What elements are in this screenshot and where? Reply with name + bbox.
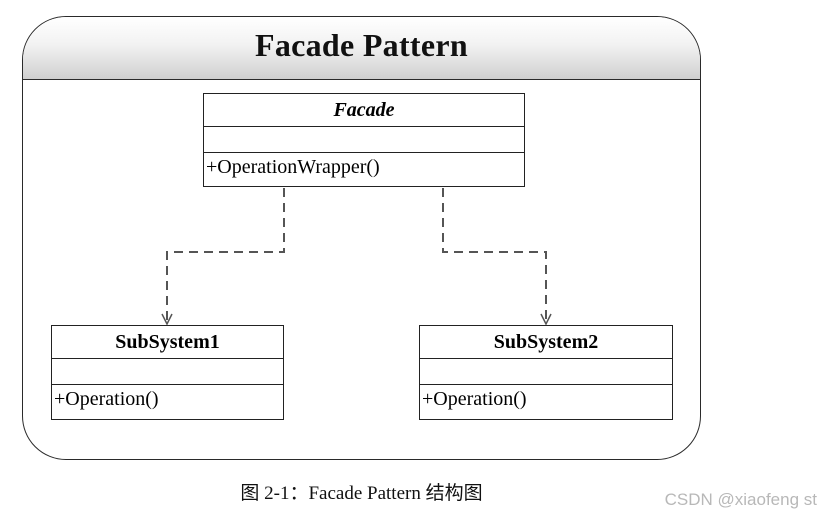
- diagram-header: Facade Pattern: [23, 17, 700, 80]
- figure-caption: 图 2-1：Facade Pattern 结构图: [240, 483, 483, 504]
- edge-facade-to-subsystem1: [167, 188, 285, 324]
- class-subsystem2-name: SubSystem2: [420, 326, 672, 359]
- diagram-title: Facade Pattern: [254, 27, 468, 63]
- class-subsystem1-name: SubSystem1: [52, 326, 283, 359]
- class-subsystem1-operation: +Operation(): [54, 388, 159, 410]
- class-subsystem2-operation: +Operation(): [422, 388, 527, 410]
- class-facade-name: Facade: [204, 94, 524, 127]
- edge-facade-to-subsystem2: [442, 188, 546, 324]
- class-facade-operation: +OperationWrapper(): [206, 156, 380, 178]
- class-facade-attributes: [204, 127, 524, 153]
- class-subsystem1-attributes: [52, 359, 283, 385]
- watermark: CSDN @xiaofeng st: [664, 490, 817, 509]
- class-subsystem1: SubSystem1 +Operation(): [51, 325, 284, 420]
- class-facade: Facade +OperationWrapper(): [203, 93, 525, 187]
- class-subsystem2: SubSystem2 +Operation(): [419, 325, 673, 420]
- class-subsystem2-attributes: [420, 359, 672, 385]
